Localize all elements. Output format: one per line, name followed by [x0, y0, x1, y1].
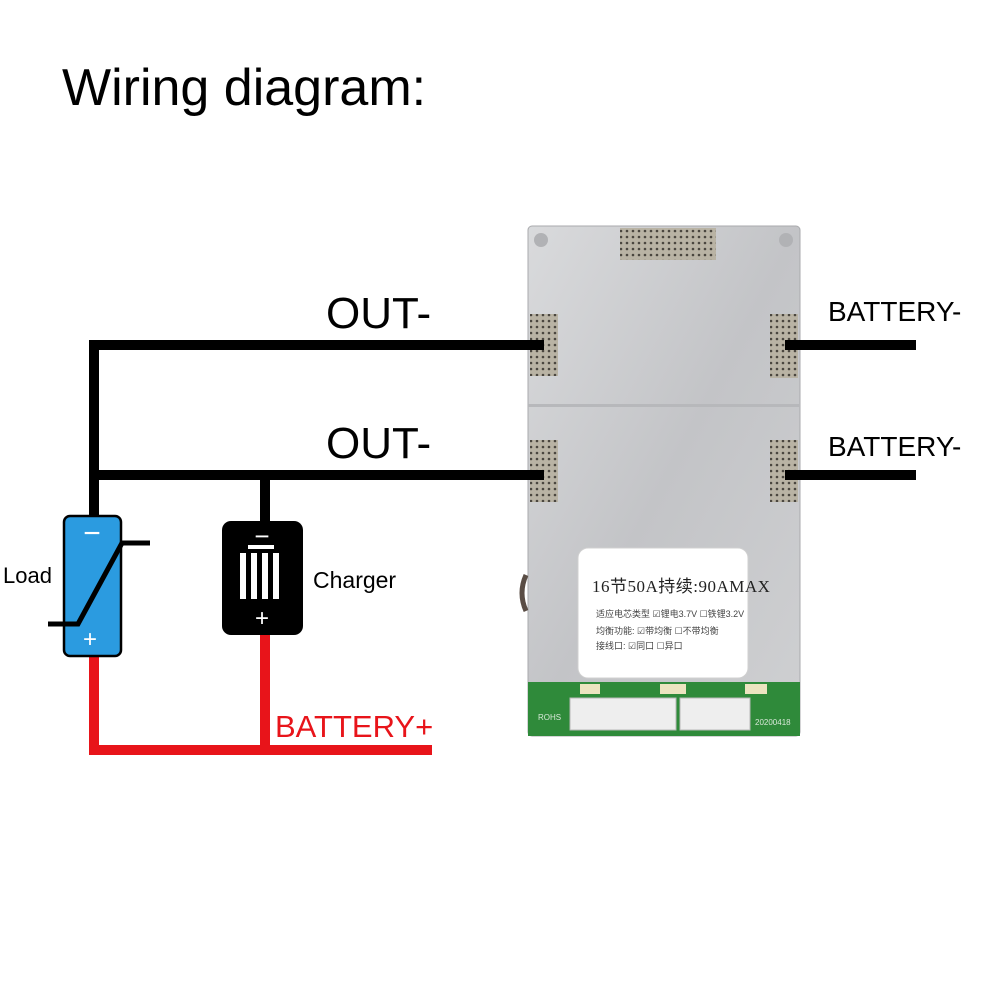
sticker-row-cell-type: 适应电芯类型 ☑锂电3.7V ☐铁锂3.2V — [596, 609, 745, 619]
sticker-row-balance: 均衡功能: ☑带均衡 ☐不带均衡 — [596, 626, 719, 636]
positive-wiring — [89, 634, 432, 755]
load-switch-line — [48, 540, 150, 627]
balance-connector-left — [569, 697, 677, 731]
board-screw — [534, 233, 548, 247]
negative-wiring — [89, 340, 916, 522]
board-seam — [528, 404, 800, 407]
page-title: Wiring diagram: — [62, 59, 427, 117]
balance-connector-right — [679, 697, 751, 731]
pcb-date-code: 20200418 — [755, 718, 791, 727]
load-switch-icon — [48, 514, 150, 658]
label-battery-neg-bottom: BATTERY- — [828, 431, 962, 462]
pcb-rohs-mark: ROHS — [538, 713, 562, 722]
wire-load-positive — [89, 655, 432, 755]
pcb-component — [745, 684, 767, 694]
bms-board-icon — [519, 225, 801, 737]
charger-icon — [222, 521, 303, 635]
wire-out-top — [89, 340, 544, 520]
sticker-spec: 16节50A持续:90AMAX — [592, 577, 771, 596]
board-sticker — [577, 547, 749, 679]
label-battery-neg-top: BATTERY- — [828, 296, 962, 327]
board-vent-top — [620, 228, 716, 260]
label-load: Load — [3, 563, 52, 588]
charger-minus-sign: − — [254, 521, 269, 551]
board-wire — [519, 573, 529, 613]
charger-plus-sign: + — [255, 605, 269, 632]
load-plus-sign: + — [83, 626, 97, 653]
charger-cells — [240, 545, 279, 599]
pcb-component — [580, 684, 600, 694]
label-out-bottom: OUT- — [326, 419, 432, 468]
label-out-top: OUT- — [326, 289, 432, 338]
sticker-row-port: 接线口: ☑同口 ☐异口 — [596, 641, 683, 651]
pcb-component — [660, 684, 686, 694]
board-screw — [779, 233, 793, 247]
label-battery-pos: BATTERY+ — [275, 709, 434, 744]
load-minus-sign: − — [83, 517, 101, 550]
label-charger: Charger — [313, 567, 397, 593]
